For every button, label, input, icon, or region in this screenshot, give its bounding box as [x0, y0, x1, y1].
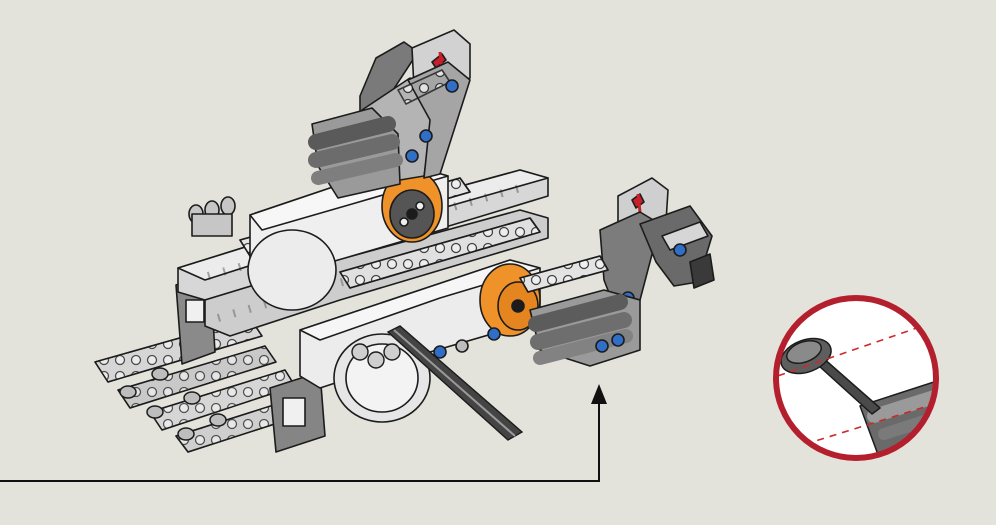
right-arm: [519, 177, 715, 367]
axle-rod: [351, 325, 524, 441]
callout-circle: [773, 295, 939, 461]
arrowhead-up-icon: [591, 384, 607, 404]
upper-arm: [308, 29, 471, 199]
callout-detail: [773, 295, 939, 461]
pointer-arrow: [0, 384, 607, 482]
servo-motor-upper: [247, 167, 449, 311]
